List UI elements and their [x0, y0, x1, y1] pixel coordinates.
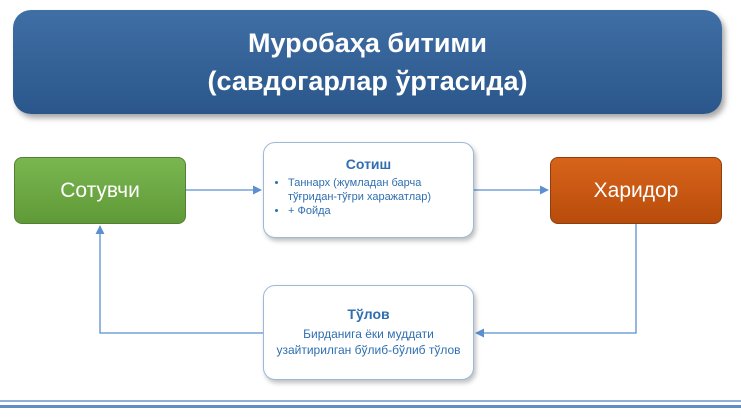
sale-heading: Сотиш: [345, 156, 392, 172]
sale-bullet-cost: Таннарх (жумладан барча тўғридан-тўғри х…: [288, 176, 461, 204]
title-line-1: Муробаҳа битими: [247, 28, 488, 58]
sale-bullet-list: Таннарх (жумладан барча тўғридан-тўғри х…: [276, 176, 461, 218]
sale-bullet-profit: + Фойда: [288, 204, 461, 218]
footer-rule-thin: [0, 400, 741, 402]
payment-text: Бирданига ёки муддати узайтирилган бўлиб…: [276, 327, 461, 357]
payment-heading: Тўлов: [347, 306, 390, 322]
payment-box: Тўлов Бирданига ёки муддати узайтирилган…: [263, 285, 474, 380]
sale-box: Сотиш Таннарх (жумладан барча тўғридан-т…: [263, 142, 474, 238]
buyer-label: Харидор: [593, 178, 679, 202]
title-line-2: (савдогарлар ўртасида): [207, 66, 528, 96]
seller-node: Сотувчи: [14, 157, 186, 224]
seller-label: Сотувчи: [60, 178, 140, 202]
arrow-payment-to-seller: [95, 225, 263, 334]
footer-rule-thick: [0, 405, 741, 408]
arrow-buyer-to-payment: [475, 224, 637, 338]
buyer-node: Харидор: [550, 157, 722, 224]
title-banner: Муробаҳа битими (савдогарлар ўртасида): [13, 10, 722, 114]
